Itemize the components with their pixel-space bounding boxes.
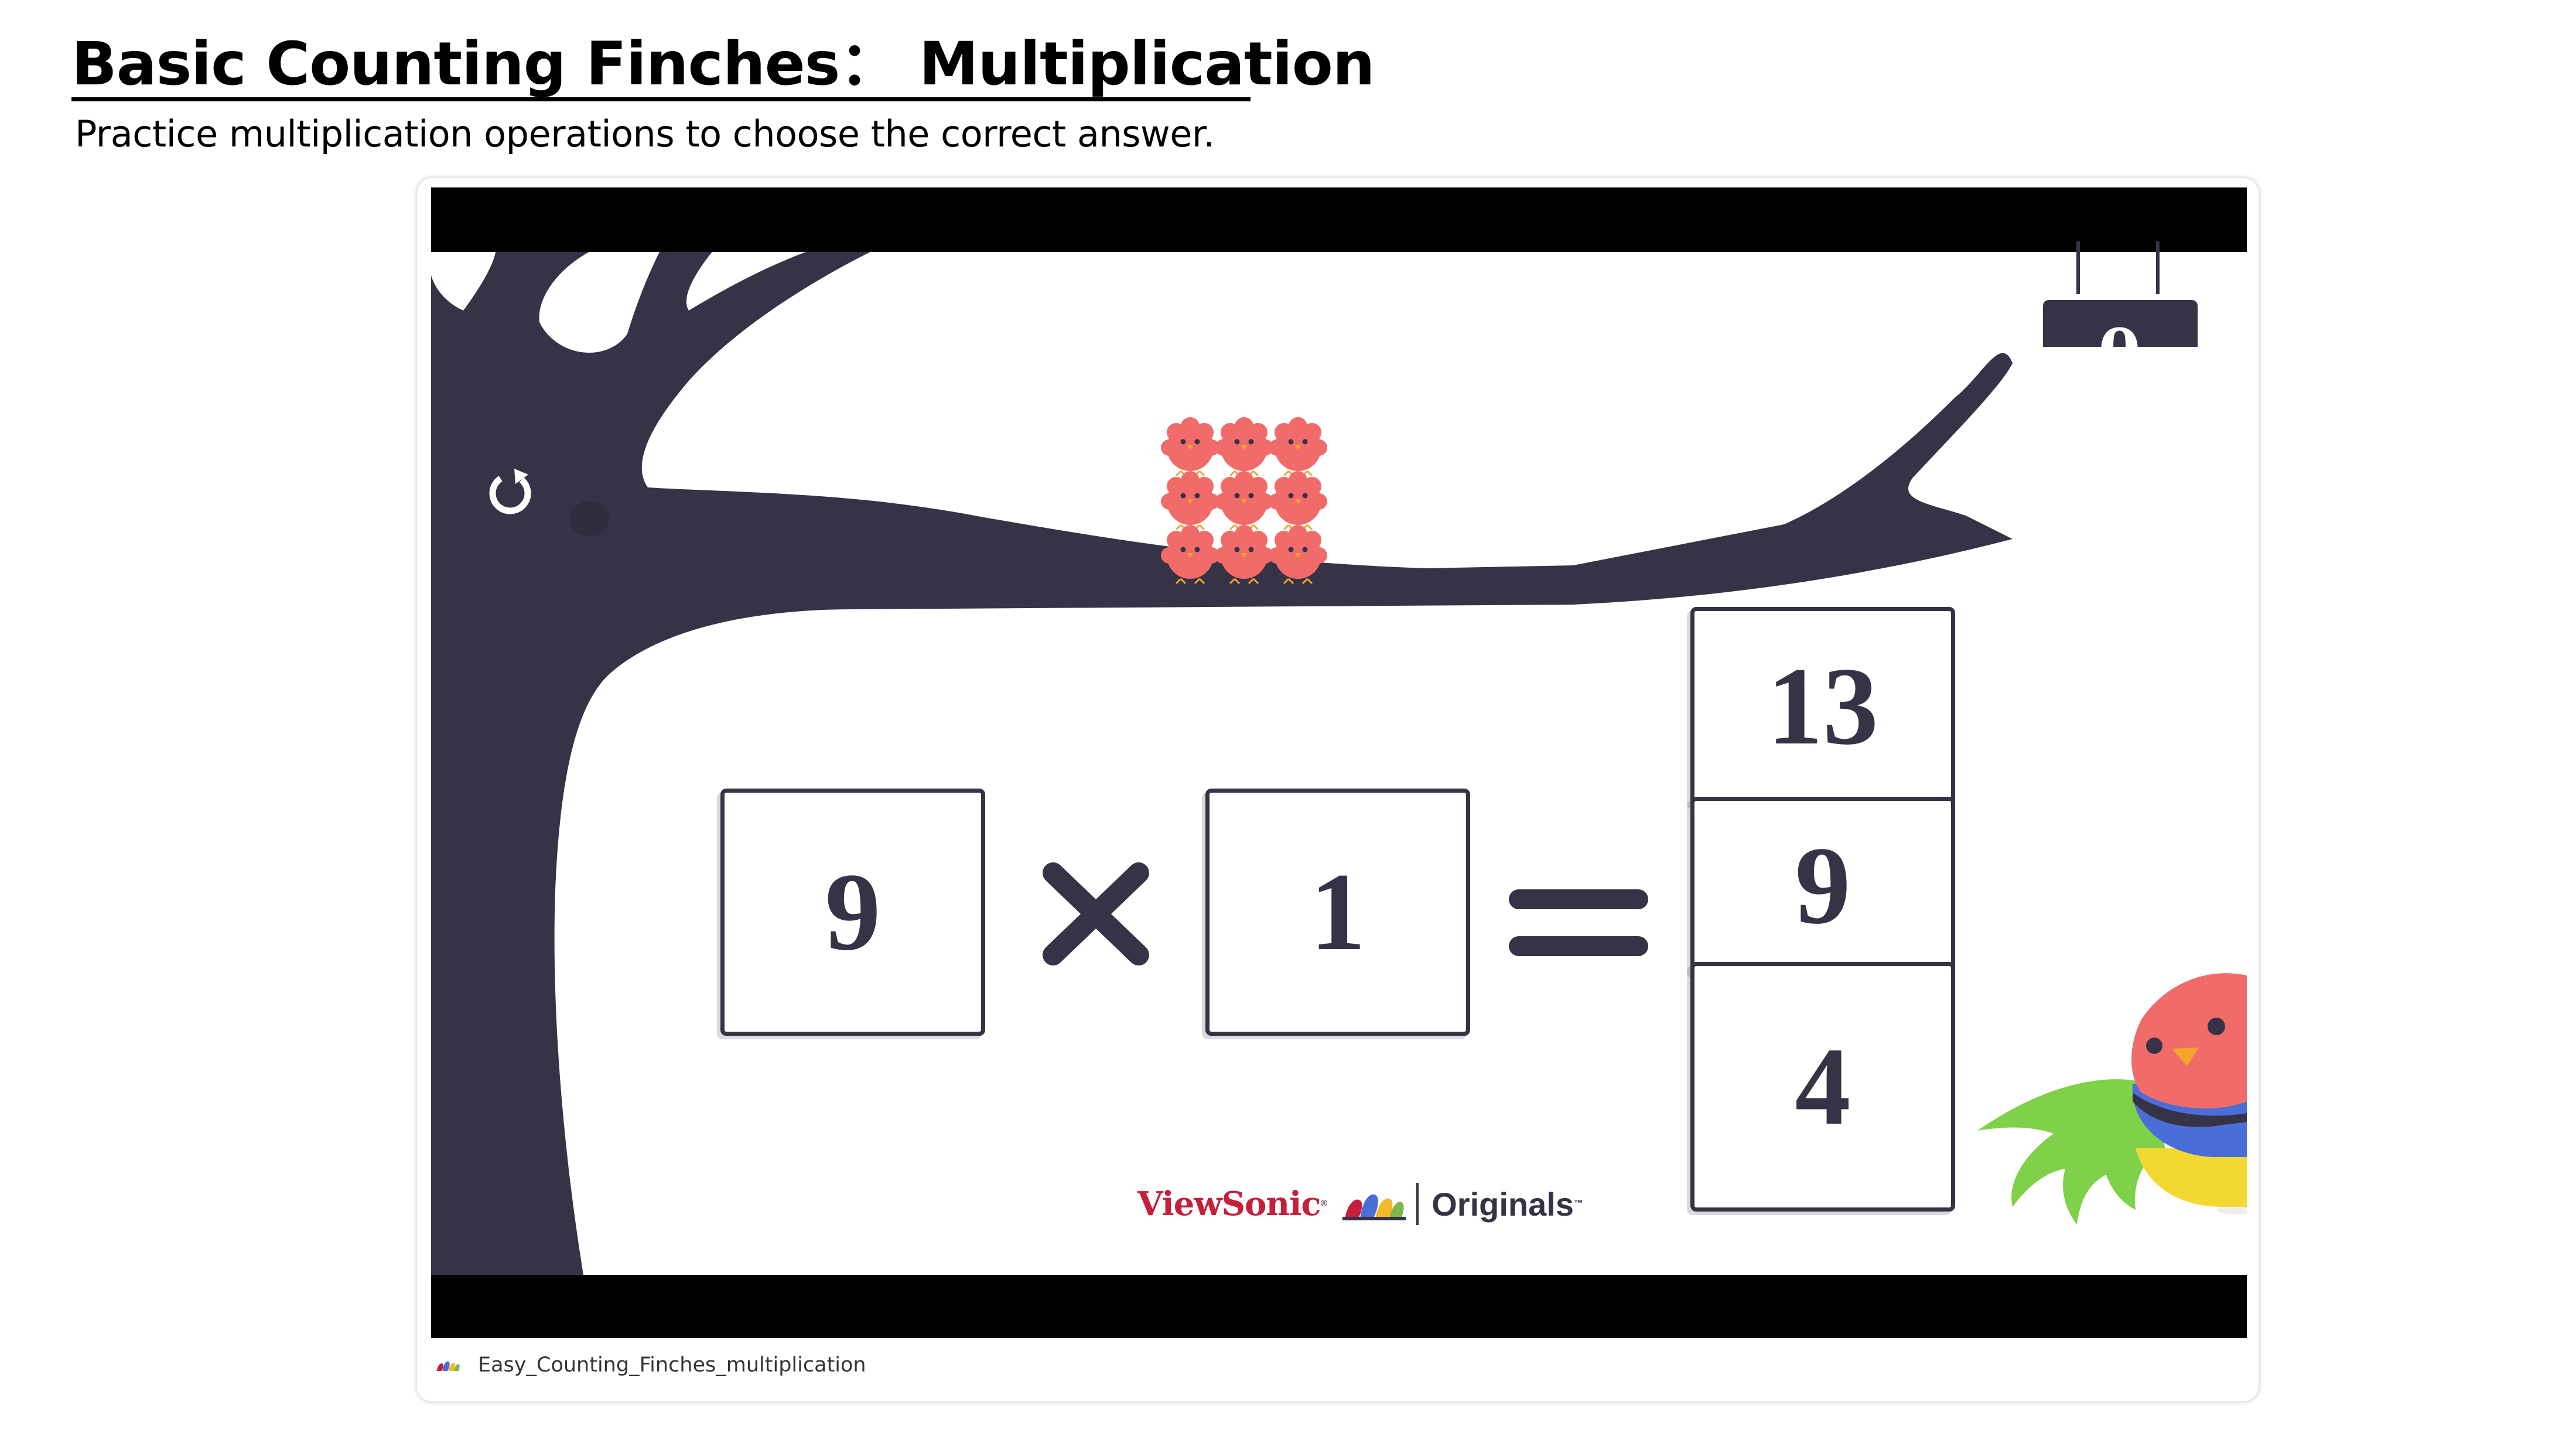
tree-knot-hole <box>569 501 609 536</box>
logo-trademark: ™ <box>1573 1199 1583 1209</box>
bird-tail-feathers <box>1977 1079 2165 1224</box>
tree-scene <box>431 252 2247 1275</box>
viewsonic-birds-icon <box>1342 1194 1406 1220</box>
caption-filename: Easy_Counting_Finches_multiplication <box>478 1353 866 1377</box>
finch-bird <box>1215 471 1273 531</box>
answer-option-4[interactable]: 4 <box>1690 962 1955 1212</box>
operand-b-box: 1 <box>1205 789 1470 1036</box>
logo-separator <box>1416 1183 1419 1225</box>
finch-bird <box>1269 417 1327 477</box>
multiply-icon <box>1043 862 1149 965</box>
page-subtitle: Practice multiplication operations to ch… <box>75 112 1215 155</box>
logo-product: Originals <box>1432 1185 1574 1223</box>
finch-bird <box>1269 525 1327 585</box>
title-underline <box>71 97 1251 101</box>
operand-a-box: 9 <box>720 789 985 1036</box>
answer-option-13[interactable]: 13 <box>1690 607 1955 806</box>
page-title: Basic Counting Finches： Multiplication <box>71 29 1375 99</box>
logo-brand: ViewSonic <box>1137 1185 1321 1223</box>
tree-trunk <box>431 252 2013 1275</box>
score-value: 0 <box>2098 315 2141 387</box>
finch-bird <box>1161 417 1219 477</box>
finch-group <box>1161 417 1327 585</box>
score-sign <box>2043 241 2198 347</box>
equals-icon <box>1509 889 1648 956</box>
restart-button[interactable] <box>478 457 542 527</box>
answer-option-9[interactable]: 9 <box>1690 797 1955 975</box>
embed-caption[interactable]: Easy_Counting_Finches_multiplication <box>436 1350 866 1380</box>
letterbox-bottom <box>431 1275 2247 1338</box>
finch-bird <box>1269 471 1327 531</box>
finch-bird <box>1161 525 1219 585</box>
parrot-bird <box>2131 973 2247 1214</box>
letterbox-top <box>431 187 2247 252</box>
finch-bird <box>1215 417 1273 477</box>
finch-bird <box>1161 471 1219 531</box>
viewsonic-birds-icon <box>436 1361 460 1371</box>
finch-bird <box>1215 525 1273 585</box>
logo-registered-mark: ® <box>1320 1199 1328 1209</box>
